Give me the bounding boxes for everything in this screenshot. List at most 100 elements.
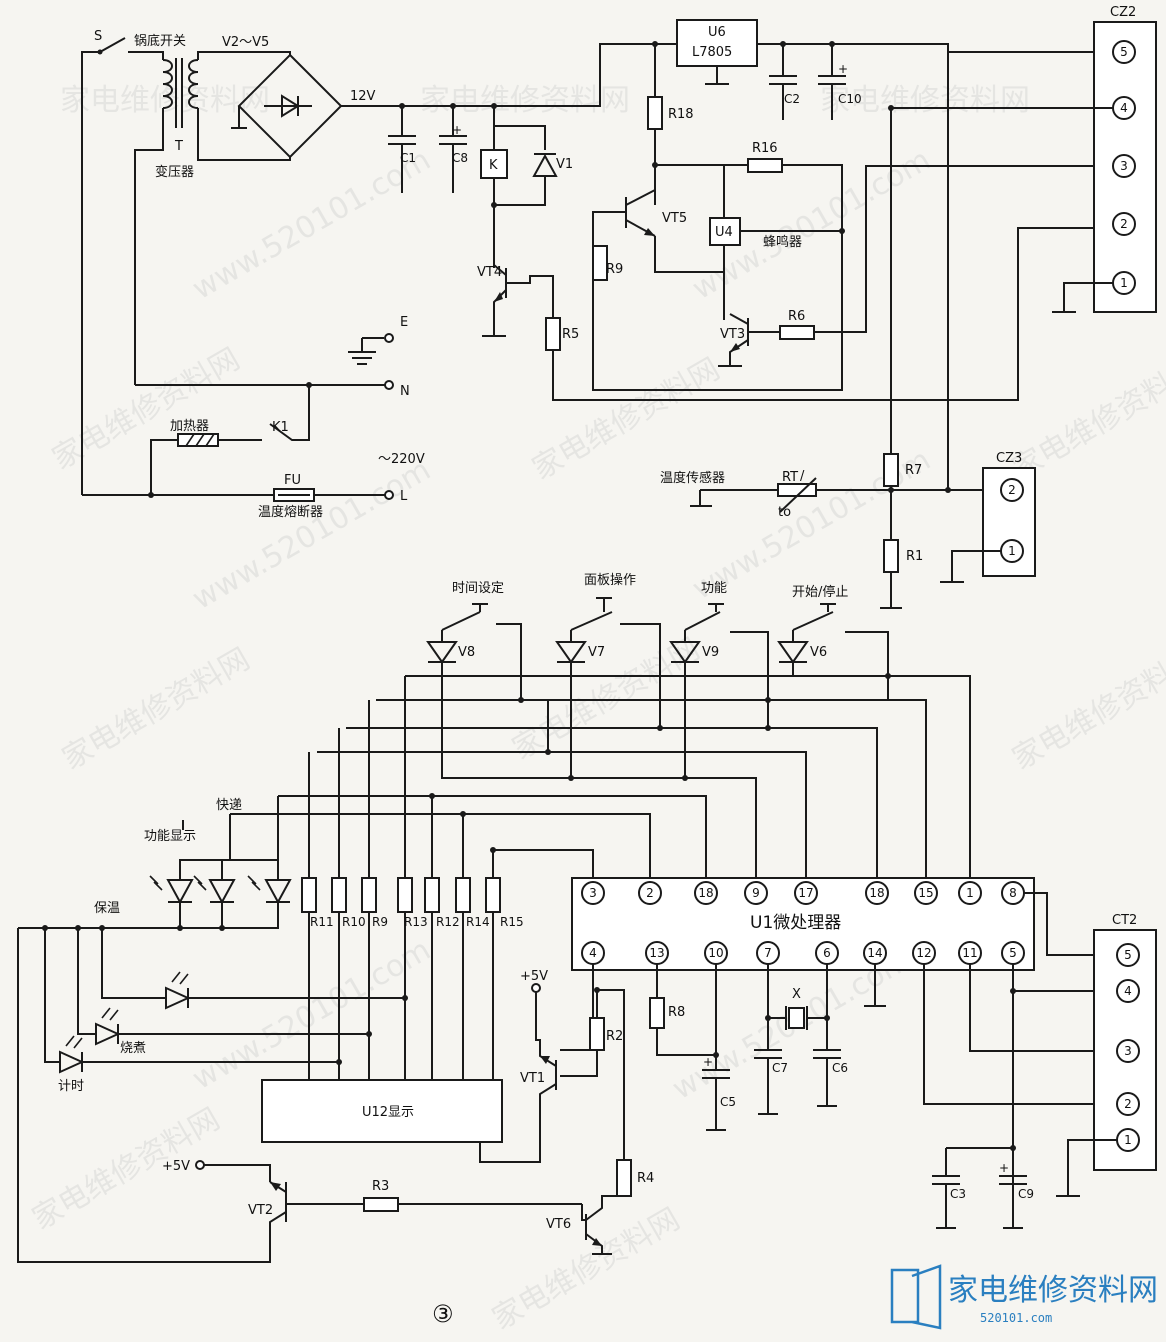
wire-feedback bbox=[592, 164, 843, 391]
svg-text:T: T bbox=[174, 139, 183, 154]
bus-12v bbox=[396, 43, 677, 107]
svg-text:R10: R10 bbox=[342, 915, 366, 929]
wire-relay-top bbox=[493, 106, 546, 150]
switch-s bbox=[99, 37, 126, 53]
resistor-r2 bbox=[589, 1017, 605, 1051]
svg-text:C5: C5 bbox=[720, 1095, 736, 1109]
diode-v8 bbox=[426, 641, 458, 664]
u1-top-pins: 3 2 18 9 17 18 15 1 8 bbox=[581, 881, 1025, 905]
svg-text:www.520101.com: www.520101.com bbox=[187, 932, 437, 1097]
svg-text:烧煮: 烧煮 bbox=[120, 1041, 146, 1056]
svg-text:15: 15 bbox=[918, 886, 933, 900]
wire-r5-to-cz2-2 bbox=[552, 227, 1120, 401]
diode-v1 bbox=[532, 153, 558, 177]
resistor-r8 bbox=[649, 997, 665, 1029]
svg-text:C2: C2 bbox=[784, 92, 800, 106]
u1-pin bbox=[694, 881, 718, 905]
wire-relay-bottom bbox=[493, 176, 546, 206]
svg-text:C10: C10 bbox=[838, 92, 862, 106]
switch-panel bbox=[570, 597, 661, 706]
wire-5v-to-cz2-5 bbox=[757, 43, 1120, 53]
svg-text:VT5: VT5 bbox=[662, 211, 687, 226]
terminal-5v-b bbox=[195, 1160, 205, 1170]
svg-text:C1: C1 bbox=[400, 151, 416, 165]
led-keep-warm bbox=[165, 986, 191, 1010]
svg-text:RT: RT bbox=[782, 470, 798, 485]
svg-text:1: 1 bbox=[1120, 276, 1128, 290]
svg-text:VT6: VT6 bbox=[546, 1217, 571, 1232]
svg-text:R8: R8 bbox=[668, 1005, 685, 1020]
svg-text:12: 12 bbox=[916, 946, 931, 960]
brand-logo: 家电维修资料网 520101.com bbox=[890, 1264, 1158, 1330]
wire-mains-left bbox=[81, 51, 100, 495]
svg-text:5: 5 bbox=[1124, 948, 1132, 962]
terminal-n bbox=[384, 380, 394, 390]
svg-text:CT2: CT2 bbox=[1112, 913, 1137, 928]
cz2-pin bbox=[1112, 154, 1136, 178]
u1-pin bbox=[958, 881, 982, 905]
svg-text:R9: R9 bbox=[372, 915, 388, 929]
svg-text:4: 4 bbox=[589, 946, 597, 960]
ct2-pin bbox=[1116, 1039, 1140, 1063]
svg-text:R13: R13 bbox=[404, 915, 428, 929]
resistor-r6 bbox=[779, 325, 815, 340]
svg-text:VT3: VT3 bbox=[720, 327, 745, 342]
svg-text:5: 5 bbox=[1009, 946, 1017, 960]
cz2-pins: 5 4 3 2 1 bbox=[1112, 40, 1136, 295]
svg-text:6: 6 bbox=[823, 946, 831, 960]
svg-text:3: 3 bbox=[589, 886, 597, 900]
wire-r6-to-cz2-3 bbox=[814, 165, 1120, 333]
wire-sec-top bbox=[197, 51, 291, 60]
switch-start bbox=[792, 603, 889, 676]
svg-text:VT4: VT4 bbox=[477, 265, 502, 280]
svg-text:温度熔断器: 温度熔断器 bbox=[258, 504, 323, 520]
capacitor-c7 bbox=[754, 1018, 782, 1115]
svg-text:V9: V9 bbox=[702, 645, 719, 660]
svg-text:R4: R4 bbox=[637, 1171, 654, 1186]
svg-text:K: K bbox=[489, 158, 498, 173]
resistor-r9a bbox=[592, 245, 608, 281]
power-section: S 锅底开关 T 变压器 V2～V5 12V C1 C8 + bbox=[81, 5, 1157, 609]
svg-text:3: 3 bbox=[1124, 1044, 1132, 1058]
display-resistors bbox=[301, 877, 501, 913]
bridge-rectifier bbox=[237, 53, 343, 159]
ct2-1-ground bbox=[1056, 1139, 1117, 1197]
svg-text:R2: R2 bbox=[606, 1029, 623, 1044]
cz2-pin bbox=[1112, 212, 1136, 236]
svg-text:R7: R7 bbox=[905, 463, 922, 478]
svg-text:VT2: VT2 bbox=[248, 1203, 273, 1218]
resistor-r14 bbox=[455, 877, 471, 913]
svg-text:锅底开关: 锅底开关 bbox=[134, 33, 186, 49]
ct2-pin bbox=[1116, 943, 1140, 967]
svg-text:12V: 12V bbox=[350, 89, 376, 104]
svg-text:1: 1 bbox=[966, 886, 974, 900]
svg-text:4: 4 bbox=[1120, 101, 1128, 115]
svg-text:变压器: 变压器 bbox=[155, 164, 194, 180]
switch-s-pivot bbox=[97, 49, 103, 55]
control-section: 时间设定 面板操作 功能 开始/停止 V8 V7 V9 V6 bbox=[17, 572, 1157, 1328]
capacitor-c9 bbox=[999, 1175, 1027, 1229]
resistor-r10 bbox=[331, 877, 347, 913]
svg-text:时间设定: 时间设定 bbox=[452, 581, 504, 596]
wire-primary-return bbox=[134, 108, 164, 385]
led-cook bbox=[95, 1022, 121, 1046]
svg-text:11: 11 bbox=[962, 946, 977, 960]
svg-text:5: 5 bbox=[1120, 45, 1128, 59]
resistor-r3 bbox=[363, 1197, 399, 1212]
svg-text:功能: 功能 bbox=[701, 581, 727, 596]
display-u12 bbox=[261, 1079, 503, 1143]
svg-text:/: / bbox=[800, 469, 805, 484]
resistor-r7 bbox=[883, 453, 899, 487]
terminal-e bbox=[384, 333, 394, 343]
svg-text:家电维修资料网: 家电维修资料网 bbox=[27, 1102, 226, 1237]
svg-text:to: to bbox=[778, 505, 791, 520]
resistor-r16 bbox=[747, 158, 783, 173]
resistor-r4 bbox=[616, 1159, 632, 1197]
diode-v6 bbox=[777, 641, 809, 664]
led-function-3 bbox=[264, 879, 292, 905]
capacitor-c8 bbox=[439, 106, 467, 193]
svg-text:X: X bbox=[792, 987, 801, 1002]
svg-text:U1微处理器: U1微处理器 bbox=[750, 913, 841, 933]
resistor-r1 bbox=[883, 539, 899, 573]
resistor-r9b bbox=[361, 877, 377, 913]
